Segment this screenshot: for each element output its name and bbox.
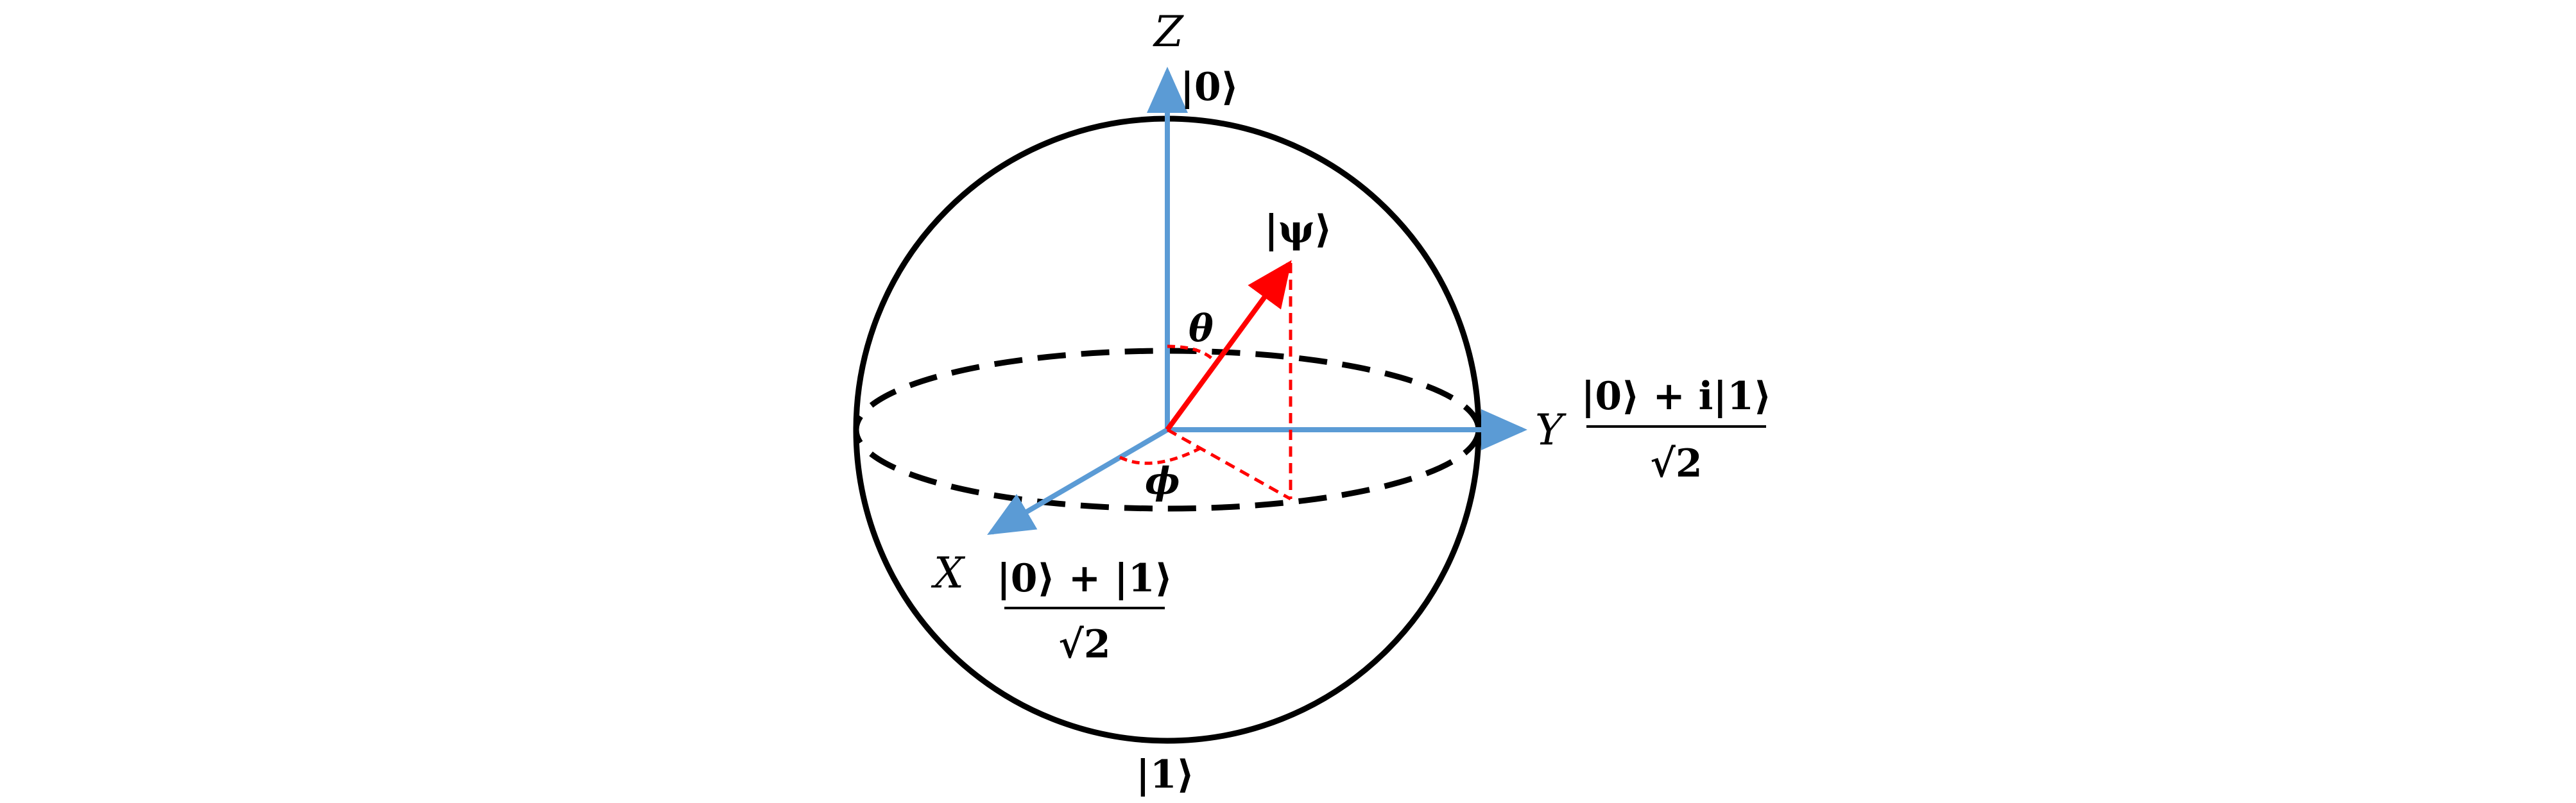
psi-state-vector [1165,260,1292,432]
x-state-fraction: |0⟩ + |1⟩ √2 [997,556,1172,667]
y-state-numerator: |0⟩ + i|1⟩ [1581,374,1772,419]
z-axis-label: Z [1153,7,1184,56]
y-state-fraction: |0⟩ + i|1⟩ √2 [1581,374,1772,486]
y-axis-label: Y [1535,405,1567,455]
theta-arc [1167,344,1217,364]
y-state-denominator: √2 [1650,441,1702,486]
psi-equatorial-projection [1166,428,1292,501]
x-state-numerator: |0⟩ + |1⟩ [997,556,1172,601]
x-axis [987,427,1169,536]
ket-one-label: |1⟩ [1136,752,1194,797]
phi-label: ϕ [1145,459,1180,503]
ket-psi-label: |ψ⟩ [1264,207,1332,252]
x-state-denominator: √2 [1058,622,1110,667]
ket-zero-label: |0⟩ [1180,65,1239,110]
x-axis-label: X [931,548,966,598]
theta-label: θ [1189,307,1214,350]
